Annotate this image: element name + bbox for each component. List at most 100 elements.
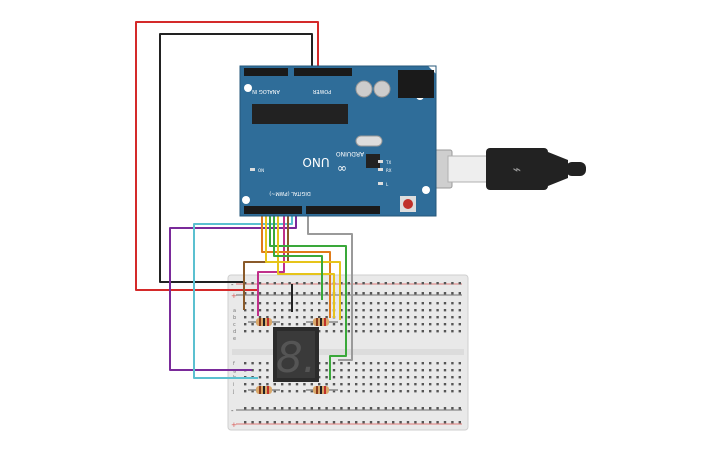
breadboard-hole bbox=[392, 309, 395, 312]
power-jack[interactable] bbox=[398, 70, 434, 98]
magenta-wire[interactable] bbox=[257, 212, 285, 316]
orange-wire[interactable] bbox=[261, 212, 331, 318]
breadboard-hole bbox=[251, 302, 254, 305]
breadboard-hole bbox=[451, 309, 454, 312]
breadboard-hole bbox=[310, 323, 313, 326]
breadboard-hole bbox=[273, 316, 276, 319]
breadboard-hole bbox=[347, 309, 350, 312]
breadboard-hole bbox=[362, 421, 365, 424]
breadboard-hole bbox=[369, 302, 373, 305]
cyan-wire[interactable] bbox=[193, 212, 293, 379]
breadboard-hole bbox=[377, 316, 380, 319]
breadboard-hole bbox=[451, 421, 454, 424]
breadboard-hole bbox=[392, 369, 395, 372]
yellow-wire-b[interactable] bbox=[277, 212, 335, 318]
breadboard-hole bbox=[384, 292, 387, 295]
breadboard-hole bbox=[362, 330, 365, 333]
breadboard-hole bbox=[369, 369, 373, 372]
breadboard-hole bbox=[429, 383, 432, 386]
breadboard-hole bbox=[266, 376, 269, 379]
breadboard-hole bbox=[451, 323, 454, 326]
arduino-uno-board[interactable]: ANALOG IN POWER UNO ARDUINO ∞ DIGITAL (P… bbox=[239, 65, 437, 217]
breadboard-hole bbox=[384, 369, 387, 372]
breadboard-hole bbox=[369, 383, 373, 386]
breadboard-hole bbox=[458, 316, 461, 319]
digital-header-high[interactable] bbox=[306, 206, 380, 214]
rail-plus-bottom: + bbox=[231, 421, 237, 429]
breadboard-hole bbox=[406, 282, 410, 285]
seven-segment-display[interactable]: 8. bbox=[273, 327, 319, 382]
analog-header[interactable] bbox=[244, 68, 288, 76]
wires bbox=[135, 21, 353, 380]
breadboard-hole bbox=[406, 316, 410, 319]
power-header[interactable] bbox=[294, 68, 352, 76]
resistor-3[interactable] bbox=[248, 386, 280, 394]
breadboard-hole bbox=[362, 323, 365, 326]
breadboard-hole bbox=[244, 390, 247, 393]
breadboard-hole bbox=[399, 369, 402, 372]
breadboard-hole bbox=[273, 383, 276, 386]
black-wire[interactable] bbox=[159, 33, 313, 283]
breadboard-hole bbox=[347, 376, 350, 379]
breadboard-hole bbox=[443, 302, 447, 305]
breadboard-hole bbox=[436, 383, 439, 386]
breadboard-hole bbox=[251, 282, 254, 285]
breadboard-hole bbox=[429, 302, 432, 305]
resistor-4[interactable] bbox=[306, 386, 338, 394]
breadboard-hole bbox=[436, 362, 439, 365]
analog-header-label: ANALOG IN bbox=[252, 88, 280, 94]
breadboard-hole bbox=[399, 390, 402, 393]
breadboard-hole bbox=[458, 282, 461, 285]
resistor-2[interactable] bbox=[306, 318, 338, 326]
breadboard-hole bbox=[332, 383, 336, 386]
breadboard-hole bbox=[303, 292, 306, 295]
green-wire-b[interactable] bbox=[273, 212, 323, 300]
breadboard-hole bbox=[325, 421, 328, 424]
breadboard-row-letter: d bbox=[233, 329, 236, 335]
breadboard-hole bbox=[288, 316, 291, 319]
breadboard-hole bbox=[362, 309, 365, 312]
breadboard-hole bbox=[244, 407, 247, 410]
breadboard-hole bbox=[310, 421, 313, 424]
crystal bbox=[355, 135, 383, 147]
breadboard-hole bbox=[384, 282, 387, 285]
digital-header-low[interactable] bbox=[244, 206, 302, 214]
breadboard-hole bbox=[443, 282, 447, 285]
breadboard-hole bbox=[392, 302, 395, 305]
breadboard-hole bbox=[369, 309, 373, 312]
grey-wire[interactable] bbox=[307, 212, 353, 361]
breadboard-hole bbox=[295, 407, 299, 410]
yellow-wire[interactable] bbox=[265, 212, 341, 320]
green-wire-a[interactable] bbox=[269, 212, 347, 380]
breadboard-hole bbox=[406, 302, 410, 305]
breadboard-hole bbox=[288, 282, 291, 285]
breadboard-hole bbox=[443, 390, 447, 393]
breadboard-hole bbox=[258, 316, 262, 319]
breadboard-row-letter: c bbox=[233, 322, 236, 328]
breadboard-hole bbox=[332, 323, 336, 326]
breadboard-hole bbox=[251, 362, 254, 365]
breadboard-hole bbox=[281, 292, 284, 295]
breadboard-hole bbox=[436, 390, 439, 393]
breadboard-hole bbox=[429, 407, 432, 410]
breadboard-hole bbox=[251, 369, 254, 372]
breadboard-hole bbox=[436, 302, 439, 305]
breadboard-hole bbox=[392, 376, 395, 379]
breadboard-hole bbox=[406, 323, 410, 326]
breadboard-hole bbox=[451, 330, 454, 333]
purple-wire[interactable] bbox=[169, 212, 297, 371]
breadboard-hole bbox=[421, 390, 424, 393]
breadboard-hole bbox=[429, 323, 432, 326]
red-wire[interactable] bbox=[135, 21, 319, 291]
breadboard-hole bbox=[273, 323, 276, 326]
rail-minus-bottom: - bbox=[231, 407, 234, 415]
l-led bbox=[378, 182, 383, 185]
breadboard-hole bbox=[399, 282, 402, 285]
breadboard-hole bbox=[310, 316, 313, 319]
breadboard-hole bbox=[421, 292, 424, 295]
resistor-1[interactable] bbox=[248, 318, 280, 326]
breadboard-hole bbox=[458, 383, 461, 386]
breadboard-hole bbox=[244, 316, 247, 319]
breadboard-hole bbox=[384, 390, 387, 393]
